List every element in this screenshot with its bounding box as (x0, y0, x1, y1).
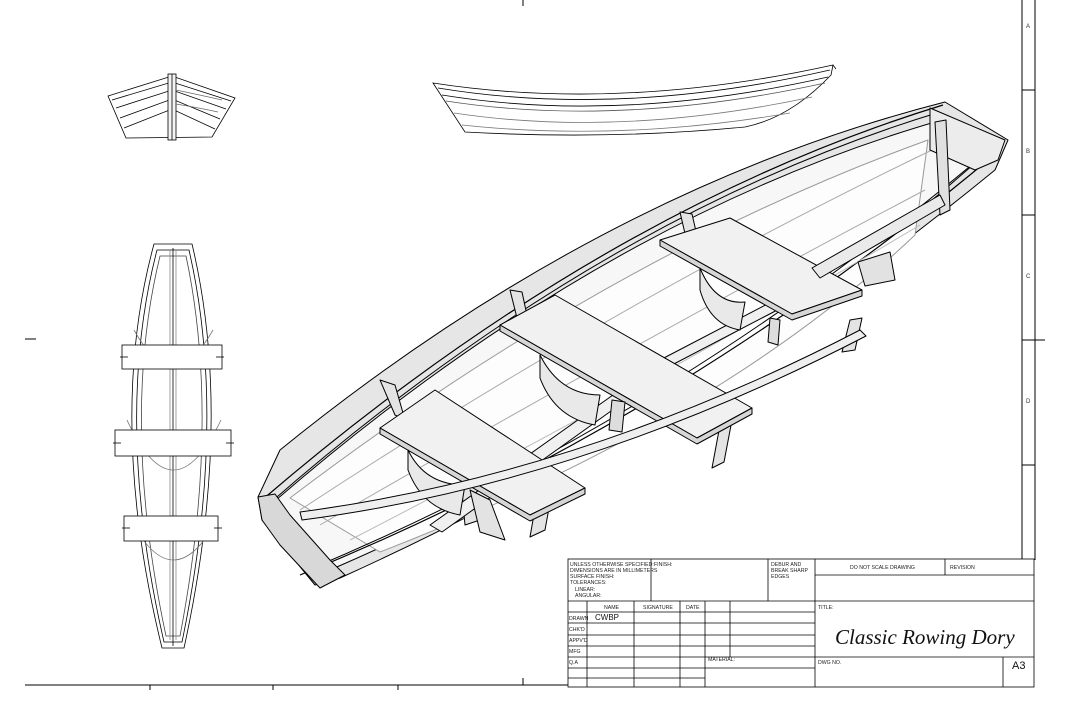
tolerance-note-4: TOLERANCES: (570, 580, 607, 586)
tolerance-note-2: DIMENSIONS ARE IN MILLIMETERS (570, 568, 658, 574)
row-label-mfg: MFG (569, 649, 581, 655)
deburr-note-2: BREAK SHARP (771, 568, 808, 574)
dwg-no-label: DWG NO. (818, 660, 841, 666)
revision-label: REVISION (950, 565, 975, 571)
top-view (113, 243, 234, 649)
transom (929, 107, 1006, 171)
material-label: MATERIAL: (708, 657, 735, 663)
deburr-note-3: EDGES (771, 574, 790, 580)
front-view (107, 73, 236, 141)
finish-label: FINISH: (654, 562, 672, 568)
deburr-note-1: DEBUR AND (771, 562, 802, 568)
sheet-frame (25, 0, 1045, 690)
drawn-by-name: CWBP (595, 613, 619, 622)
isometric-view (257, 101, 1009, 589)
title-label: TITLE: (818, 605, 834, 611)
tolerance-note-5: LINEAR: (575, 587, 595, 593)
row-label-drawn: DRAWN (569, 616, 589, 622)
signature-header: SIGNATURE (643, 605, 673, 611)
side-view (432, 64, 837, 136)
row-label-checked: CHK'D (569, 627, 585, 633)
row-label-approved: APPV'D (569, 638, 588, 644)
zone-label-b: B (1026, 149, 1030, 155)
zone-label-c: C (1026, 274, 1031, 280)
sheet-size: A3 (1012, 660, 1025, 672)
title-block (567, 558, 1035, 688)
tolerance-note-6: ANGULAR: (575, 593, 602, 599)
tolerance-note-1: UNLESS OTHERWISE SPECIFIED: (570, 562, 654, 568)
zone-label-a: A (1026, 24, 1030, 30)
row-label-qa: Q.A (569, 660, 578, 666)
date-header: DATE (686, 605, 700, 611)
zone-label-d: D (1026, 399, 1031, 405)
bow-stem (257, 493, 346, 589)
do-not-scale-note: DO NOT SCALE DRAWING (850, 565, 915, 571)
tolerance-note-3: SURFACE FINISH: (570, 574, 614, 580)
name-header: NAME (604, 605, 620, 611)
drawing-title: Classic Rowing Dory (835, 625, 1015, 649)
